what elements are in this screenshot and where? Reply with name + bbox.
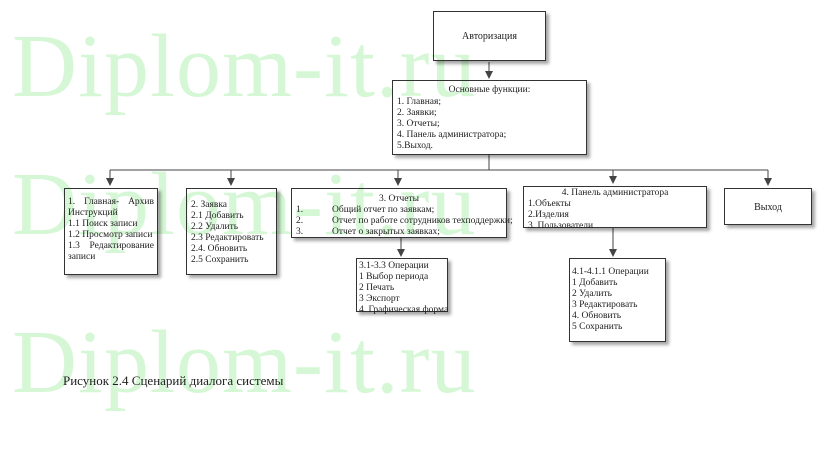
requests-box: 2. Заявка 2.1 Добавить 2.2 Удалить 2.3 Р… — [186, 188, 277, 275]
report-operations-box: 3.1-3.3 Операции 1 Выбор периода 2 Печат… — [356, 258, 448, 315]
report-ops-item: 3 Экспорт — [359, 294, 400, 304]
requests-item: 2.1 Добавить — [191, 211, 244, 221]
main-functions-item: 5.Выход. — [397, 141, 433, 151]
home-edit-word: Редактирование — [89, 241, 155, 251]
home-edit-line: 1.3 Редактирование — [68, 241, 154, 252]
main-functions-item: 2. Заявки; — [397, 108, 437, 118]
main-functions-item: 3. Отчеты; — [397, 119, 440, 129]
exit-box: Выход — [724, 188, 812, 225]
report-ops-item: 2 Печать — [359, 283, 395, 293]
admin-item: 1.Объекты — [528, 199, 571, 209]
figure-caption: Рисунок 2.4 Сценарий диалога системы — [63, 373, 284, 388]
main-functions-box: Основные функции: 1. Главная; 2. Заявки;… — [392, 80, 587, 155]
admin-operations-box: 4.1-4.1.1 Операции 1 Добавить 2 Удалить … — [569, 258, 666, 342]
home-item: записи — [68, 252, 96, 262]
requests-item: 2.4. Обновить — [191, 244, 248, 254]
requests-item: 2. Заявка — [191, 200, 228, 210]
home-archive-box: 1. Главная- Архив Инструкций 1.1 Поиск з… — [64, 188, 158, 275]
admin-ops-item: 3 Редактировать — [572, 300, 638, 310]
watermark: Diplom-it.ru — [12, 17, 477, 116]
admin-ops-item: 4. Обновить — [572, 311, 622, 321]
report-ops-item: 4. Графическая форма — [359, 305, 449, 315]
auth-label: Авторизация — [462, 31, 517, 42]
requests-item: 2.2 Удалить — [191, 222, 239, 232]
home-item: 1.2 Просмотр записи — [68, 230, 153, 240]
auth-box: Авторизация — [433, 11, 546, 61]
home-title-num: 1. — [68, 197, 76, 207]
admin-panel-box: 4. Панель администратора 1.Объекты 2.Изд… — [523, 186, 707, 231]
home-title-line: 1. Главная- Архив — [68, 197, 154, 208]
admin-title: 4. Панель администратора — [561, 188, 669, 198]
report-ops-item: 3.1-3.3 Операции — [359, 261, 429, 271]
reports-title: 3. Отчеты — [378, 194, 420, 204]
reports-item: 3.Отчет о закрытых заявках; — [296, 227, 440, 237]
report-ops-item: 1 Выбор периода — [359, 272, 429, 282]
home-edit-num: 1.3 — [68, 241, 80, 251]
requests-item: 2.5 Сохранить — [191, 255, 249, 265]
admin-ops-item: 1 Добавить — [572, 278, 618, 288]
main-functions-title: Основные функции: — [448, 85, 531, 95]
admin-item: 2.Изделия — [528, 210, 569, 220]
main-functions-item: 4. Панель администратора; — [397, 130, 507, 140]
main-functions-item: 1. Главная; — [397, 97, 442, 107]
home-title-word: Главная- — [84, 197, 120, 207]
exit-label: Выход — [754, 202, 782, 213]
admin-ops-item: 4.1-4.1.1 Операции — [572, 267, 649, 277]
requests-item: 2.3 Редактировать — [191, 233, 264, 243]
home-title-word2: Архив — [128, 197, 154, 207]
reports-item: 2.Отчет по работе сотрудников техподдерж… — [296, 216, 513, 226]
reports-item: 1.Общий отчет по заявкам; — [296, 205, 435, 215]
watermark: Diplom-it.ru — [12, 313, 477, 412]
home-item: 1.1 Поиск записи — [68, 219, 138, 229]
admin-ops-item: 2 Удалить — [572, 289, 612, 299]
reports-box: 3. Отчеты 1.Общий отчет по заявкам; 2.От… — [291, 188, 513, 238]
home-item: Инструкций — [68, 208, 118, 218]
admin-ops-item: 5 Сохранить — [572, 322, 623, 332]
admin-item: 3. Пользователи — [528, 221, 594, 231]
